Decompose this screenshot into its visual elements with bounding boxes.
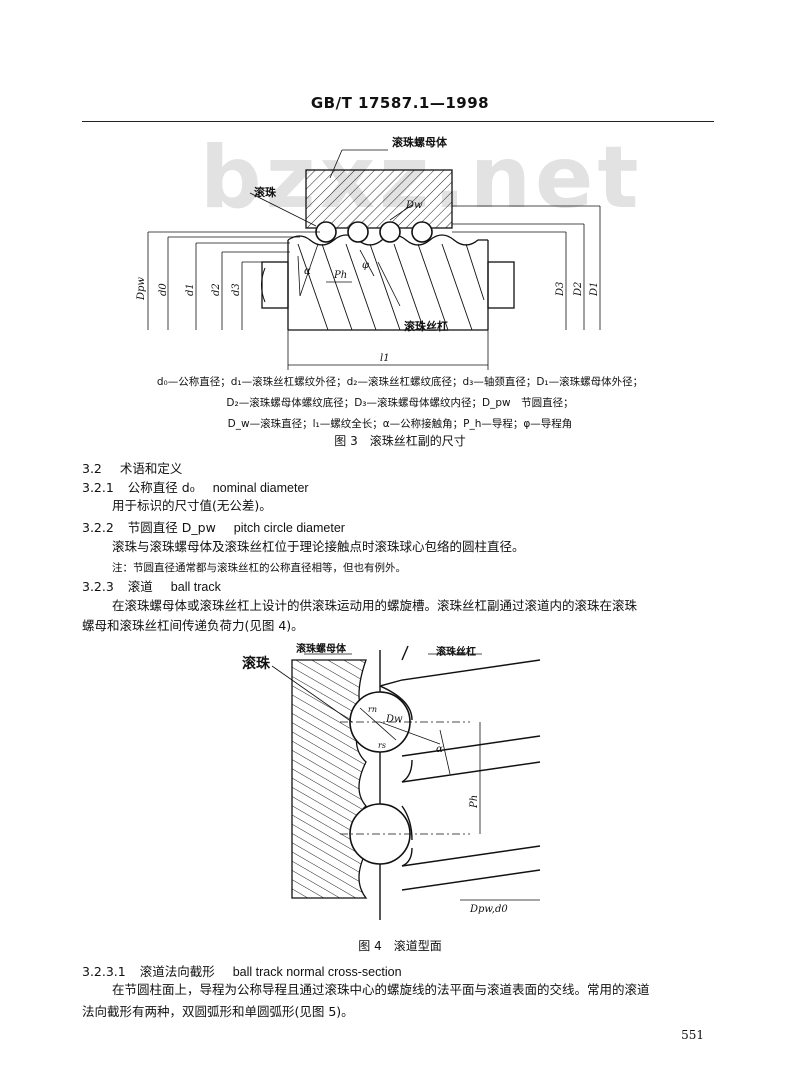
legend-line-2: D₂—滚珠螺母体螺纹底径；D₃—滚珠螺母体螺纹内径；D_pw 节圆直径； — [226, 397, 574, 409]
section-3-2-3-heading: 3.2.3 滚道 ball track — [82, 576, 221, 595]
section-3-2-heading: 3.2 术语和定义 — [82, 458, 182, 477]
figure-3-caption: 图 3 滚珠丝杠副的尺寸 — [334, 434, 466, 448]
fig3-label-alpha: α — [304, 266, 311, 277]
figure-4-caption: 图 4 滚道型面 — [358, 939, 442, 953]
balls — [315, 221, 433, 243]
fig4-label-dpw-d0: Dpw,d0 — [469, 904, 508, 915]
fig3-label-screw-shaft: 滚珠丝杠 — [404, 319, 448, 333]
dimension-lines — [147, 149, 601, 370]
section-english-term: nominal diameter — [212, 481, 309, 495]
fig3-label-d2: d2 — [211, 283, 222, 296]
section-3-2-1-heading: 3.2.1 公称直径 d₀ nominal diameter — [82, 477, 309, 496]
section-3-2-3-body-line-2: 螺母和滚珠丝杠间传递负荷力(见图 4)。 — [82, 618, 304, 633]
nut-body-section — [305, 169, 453, 229]
section-number: 3.2.1 — [82, 480, 114, 495]
fig3-label-D3: D3 — [555, 282, 566, 297]
section-english-term: ball track normal cross-section — [232, 965, 402, 979]
section-title: 公称直径 d₀ — [127, 480, 195, 495]
section-english-term: ball track — [170, 580, 221, 594]
figure-3-legend: d₀—公称直径；d₁—滚珠丝杠螺纹外径；d₂—滚珠丝杠螺纹底径；d₃—轴颈直径；… — [0, 372, 800, 435]
fig3-label-dw: Dw — [405, 200, 423, 211]
fig3-label-dpw: Dpw — [136, 277, 147, 301]
fig3-label-D1: D1 — [589, 282, 600, 297]
section-3-2-3-1-heading: 3.2.3.1 滚道法向截形 ball track normal cross-s… — [82, 961, 402, 980]
legend-line-1: d₀—公称直径；d₁—滚珠丝杠螺纹外径；d₂—滚珠丝杠螺纹底径；d₃—轴颈直径；… — [156, 376, 644, 388]
section-number: 3.2.3 — [82, 579, 114, 594]
legend-line-3: D_w—滚珠直径；l₁—螺纹全长；α—公称接触角；P_h—导程；φ—导程角 — [227, 418, 573, 430]
fig4-label-alpha: α — [436, 744, 443, 755]
fig4-label-nut-body: 滚珠螺母体 — [296, 642, 347, 655]
section-title: 节圆直径 D_pw — [127, 520, 216, 535]
fig3-label-ph: Ph — [333, 270, 347, 281]
fig3-label-phi: φ — [362, 260, 369, 271]
section-3-2-2-body: 滚珠与滚珠螺母体及滚珠丝杠位于理论接触点时滚珠球心包络的圆柱直径。 — [112, 539, 525, 554]
section-title: 滚道法向截形 — [139, 964, 215, 979]
fig4-label-ball: 滚珠 — [242, 655, 271, 672]
section-english-term: pitch circle diameter — [233, 521, 345, 535]
figure-4-drawing — [271, 645, 541, 920]
fig3-label-d0: d0 — [158, 283, 169, 296]
fig4-label-dw: Dw — [385, 714, 403, 725]
section-title: 滚道 — [127, 579, 153, 594]
section-3-2-3-1-body-line-2: 法向截形有两种，双圆弧形和单圆弧形(见图 5)。 — [82, 1004, 354, 1019]
screw-shaft — [261, 234, 515, 331]
fig3-label-ball: 滚珠 — [254, 185, 277, 199]
section-3-2-1-body: 用于标识的尺寸值(无公差)。 — [112, 498, 272, 513]
nut-body-hatched — [291, 659, 368, 899]
fig3-label-nut-body: 滚珠螺母体 — [392, 135, 448, 149]
section-3-2-2-heading: 3.2.2 节圆直径 D_pw pitch circle diameter — [82, 517, 345, 536]
section-3-2-3-1-body-line-1: 在节圆柱面上，导程为公称导程且通过滚珠中心的螺旋线的法平面与滚道表面的交线。常用… — [112, 982, 650, 997]
standard-number-header: GB/T 17587.1—1998 — [310, 94, 490, 112]
section-3-2-2-note: 注：节圆直径通常都与滚珠丝杠的公称直径相等，但也有例外。 — [112, 562, 406, 574]
fig4-label-ph: Ph — [469, 795, 480, 809]
fig3-label-d1: d1 — [185, 283, 196, 296]
section-number: 3.2.3.1 — [82, 964, 126, 979]
section-title: 术语和定义 — [119, 461, 183, 476]
section-number: 3.2.2 — [82, 520, 114, 535]
page-number: 551 — [681, 1028, 704, 1042]
section-number: 3.2 — [82, 461, 102, 476]
fig4-label-rs: rs — [378, 741, 386, 750]
fig4-label-screw-shaft: 滚珠丝杠 — [436, 645, 476, 658]
header-rule — [82, 121, 714, 122]
fig4-label-rn: rn — [368, 705, 377, 714]
section-3-2-3-body-line-1: 在滚珠螺母体或滚珠丝杠上设计的供滚珠运动用的螺旋槽。滚珠丝杠副通过滚道内的滚珠在… — [112, 598, 638, 613]
fig3-label-D2: D2 — [573, 282, 584, 297]
fig3-label-d3: d3 — [231, 283, 242, 296]
fig3-label-l1: l1 — [380, 353, 390, 364]
